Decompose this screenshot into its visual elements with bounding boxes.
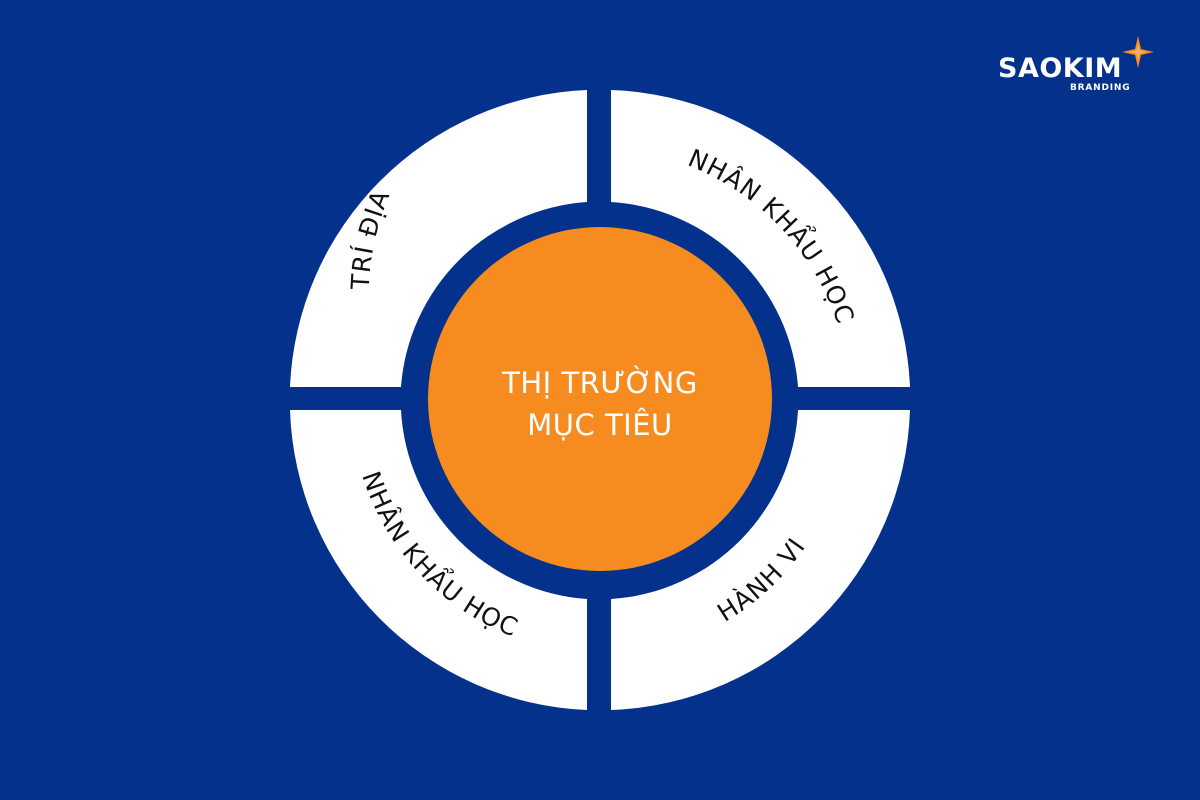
center-label-line1: THỊ TRƯỜNG bbox=[501, 366, 698, 400]
segment-geographic bbox=[290, 90, 587, 387]
segment-demographic-top bbox=[611, 90, 910, 387]
star-sparkle-icon bbox=[1122, 36, 1154, 68]
segment-demographic-bottom bbox=[290, 410, 587, 710]
segment-behavioral bbox=[611, 410, 910, 710]
brand-logo: SAOKIM BRANDING bbox=[998, 36, 1168, 102]
logo-tagline: BRANDING bbox=[1070, 83, 1131, 93]
center-label-line2: MỤC TIÊU bbox=[527, 408, 673, 442]
logo-wordmark: SAOKIM bbox=[998, 53, 1123, 84]
center-circle bbox=[428, 227, 772, 571]
